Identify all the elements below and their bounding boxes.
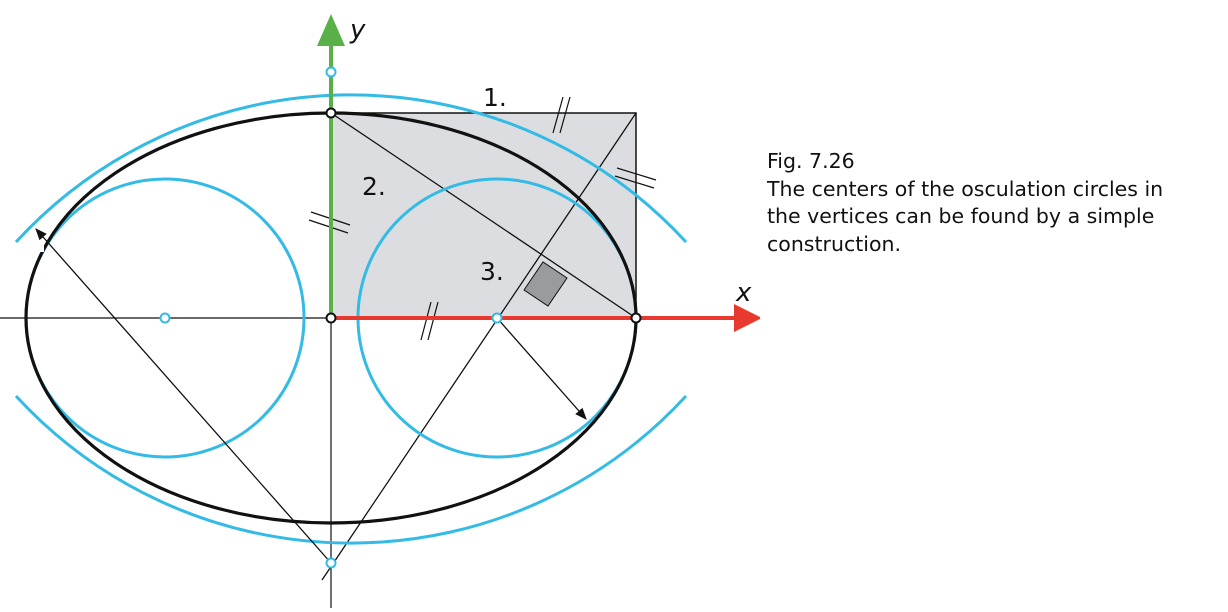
ellipse-osculation-diagram: y x 1. 2. 3. — [0, 14, 760, 608]
caption-line-3: construction. — [767, 231, 902, 256]
left-circle-center — [159, 312, 171, 324]
perpendicular-line — [321, 112, 637, 581]
caption-line-2: the vertices can be found by a simple — [767, 204, 1155, 228]
right-vertex-point — [630, 312, 642, 324]
diagonal-line — [330, 112, 637, 319]
right-angle-marker — [523, 261, 568, 307]
top-vertex-point — [325, 107, 337, 119]
x-axis-arrowhead — [734, 304, 760, 332]
step-2-label: 2. — [362, 172, 386, 201]
figure-caption: Fig. 7.26 The centers of the osculation … — [767, 148, 1222, 258]
tick-marks — [308, 96, 657, 341]
origin-point — [325, 312, 337, 324]
x-axis-label: x — [735, 278, 752, 308]
ellipse-gap — [32, 230, 44, 252]
figure-number: Fig. 7.26 — [767, 149, 855, 173]
y-axis-label: y — [349, 15, 366, 45]
right-circle-center — [491, 312, 503, 324]
upper-circle-center — [325, 66, 337, 78]
vertex-points — [325, 107, 642, 324]
step-3-label: 3. — [480, 257, 504, 286]
step-1-label: 1. — [483, 83, 507, 112]
bottom-osculating-arc — [14, 394, 688, 545]
radius-arrow-left — [35, 228, 332, 564]
radius-arrow-right — [496, 317, 587, 420]
center-points — [159, 66, 503, 569]
lower-circle-center — [325, 557, 337, 569]
top-osculating-arc — [14, 93, 688, 244]
caption-line-1: The centers of the osculation circles in — [767, 176, 1164, 201]
y-axis-arrowhead — [317, 14, 345, 46]
